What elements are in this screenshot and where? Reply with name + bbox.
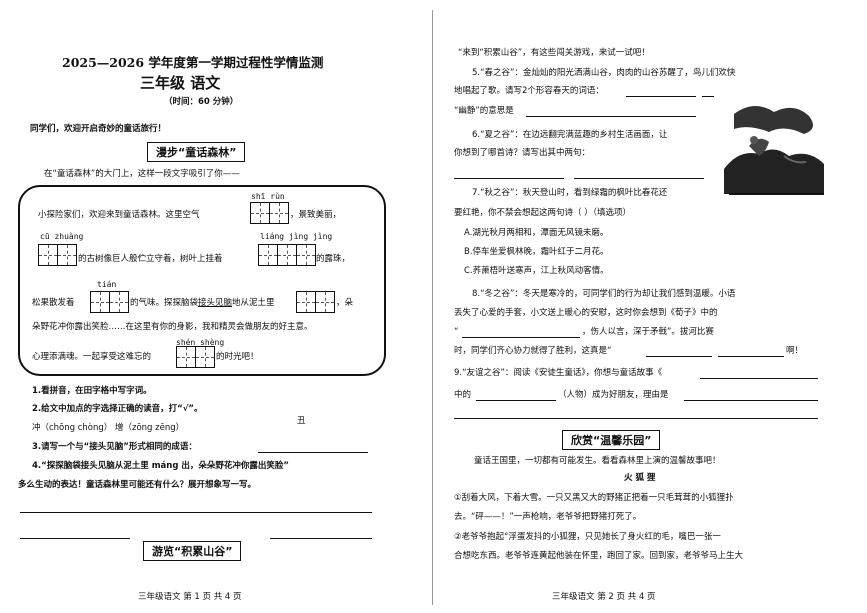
question-7-a: 7.“秋之谷”：秋天登山时，看到绿霜的枫叶比春花还 <box>472 188 668 198</box>
writing-grid-tian[interactable] <box>90 291 129 313</box>
section-intro: 在“童话森林”的大门上，这样一段文字吸引了你—— <box>44 169 240 179</box>
question-8-c: ，伤人以言，深于矛戟”。拔河比赛 <box>582 327 714 337</box>
question-5-a: 5.“春之谷”：金灿灿的阳光洒满山谷，肉肉的山谷苏醒了，鸟儿们欢快 <box>472 68 736 78</box>
page-2: “来到“积累山谷”，有这些闯关游戏，来试一试吧！ 5.“春之谷”：金灿灿的阳光洒… <box>434 0 867 613</box>
writing-grid-cuzhuang[interactable] <box>38 244 77 266</box>
passage-line-5b: 的时光吧！ <box>216 352 259 362</box>
question-1: 1.看拼音，在田字格中写字词。 <box>32 386 152 396</box>
passage-line-5a: 心理添满魂。一起享受这难忘的 <box>32 352 152 362</box>
question-2-options[interactable]: 冲（chōng chòng） 增（zōng zēng） <box>32 423 185 433</box>
answer-line-q9-1[interactable] <box>700 378 818 379</box>
pinyin-cuzhuang: cū zhuàng <box>40 232 84 241</box>
page-divider <box>432 10 433 605</box>
pinyin-shirun: shī rùn <box>251 192 285 201</box>
question-5-c: “幽静”的意思是 <box>454 106 514 116</box>
question-3: 3.请写一个与“接头见脑”形式相同的成语： <box>32 442 197 452</box>
question-7-option-c[interactable]: C.荞萧梧叶送寒声，江上秋风动客情。 <box>464 266 609 276</box>
writing-grid-blank[interactable] <box>296 291 335 313</box>
story-title: 火 狐 狸 <box>624 473 656 483</box>
answer-line-q8-3[interactable] <box>718 356 784 357</box>
exam-time: （时间：60 分钟） <box>164 97 239 107</box>
passage-line-1b: ，景致美丽， <box>290 210 342 220</box>
story-paragraph-2a: ②老爷爷抱起°浮蛋发抖的小狐狸，只见她长了身火红的毛，嘴巴一张一 <box>454 532 721 542</box>
question-7-option-a[interactable]: A.湖光秋月两相和，潭面无风镜未磨。 <box>464 228 609 238</box>
question-7-option-b[interactable]: B.停车坐爱枫林晚，霜叶红于二月花。 <box>464 247 609 257</box>
answer-line-q8-1[interactable] <box>462 337 580 338</box>
pinyin-tian: tián <box>97 280 117 289</box>
question-8-d: 时，同学们齐心协力就得了胜利，这真是“ <box>454 346 612 356</box>
answer-line-q3[interactable] <box>258 452 368 453</box>
answer-line-q5-3[interactable] <box>526 116 696 117</box>
page-footer-1: 三年级语文 第 1 页 共 4 页 <box>138 592 242 602</box>
section-title-garden: 欣赏“温馨乐园” <box>562 430 661 450</box>
rural-scene-illustration <box>714 94 834 204</box>
question-9-c: （人物）成为好朋友，理由是 <box>558 390 669 400</box>
valley-intro: “来到“积累山谷”，有这些闯关游戏，来试一试吧！ <box>458 48 650 58</box>
story-paragraph-1b: 去。“砰——！”一声枪响，老爷爷把野猪打死了。 <box>454 512 642 522</box>
question-8-d-end: 啊！ <box>786 346 804 356</box>
answer-line-q9-2[interactable] <box>476 400 556 401</box>
answer-line-q9-3[interactable] <box>684 400 818 401</box>
question-8-b: 丢失了心爱的手套，小文送上暖心的安慰，这时你会想到《荀子》中的 <box>454 308 718 318</box>
writing-grid-liangjingjing[interactable] <box>258 244 316 266</box>
passage-line-2b: 的露珠， <box>316 254 351 264</box>
page-1: 2025—2026 学年度第一学期过程性学情监测 三年级 语文 （时间：60 分… <box>0 0 433 613</box>
question-5-b: 地唱起了歌。请写2个形容春天的词语： <box>454 86 604 96</box>
question-8-c-open: “ <box>454 327 459 337</box>
greeting: 同学们，欢迎开启奇妙的童话旅行！ <box>30 124 167 134</box>
pinyin-shensheng: shén shèng <box>176 338 225 347</box>
stray-mark: 丑 <box>297 416 306 426</box>
passage-line-1a: 小探险家们，欢迎来到童话森林。这里空气 <box>38 210 200 220</box>
writing-grid-shirun[interactable] <box>250 202 289 224</box>
answer-line-q9-4[interactable] <box>454 418 818 419</box>
answer-line-q4-2a[interactable] <box>20 538 130 539</box>
question-9-a: 9.“友谊之谷”：阅读《安徒生童话》，你想与童话故事《 <box>454 368 663 378</box>
section-title-valley: 游览“积累山谷” <box>143 541 242 561</box>
answer-line-q8-2[interactable] <box>646 356 712 357</box>
question-8-a: 8.“冬之谷”：冬天是寒冷的，可同学们的行为却让我们感到温暖。小语 <box>472 289 736 299</box>
answer-line-q5-1[interactable] <box>626 96 696 97</box>
question-4-prompt: 多么生动的表达！童话森林里可能还有什么？展开想象写一写。 <box>18 480 257 490</box>
answer-line-q6-1[interactable] <box>454 178 564 179</box>
writing-grid-shensheng[interactable] <box>176 346 215 368</box>
passage-line-2a: 的古树像巨人般伫立守着，树叶上挂着 <box>78 254 223 264</box>
passage-line-3a: 松果散发着 <box>32 298 75 308</box>
story-paragraph-2b: 合想吃东西。老爷爷连黄起他装在怀里，跑回了家。回到家，老爷爷马上生大 <box>454 551 744 561</box>
passage-frame <box>18 185 386 376</box>
garden-intro: 童话王国里，一切都有可能发生。看看森林里上演的温馨故事吧！ <box>474 456 721 466</box>
answer-line-q4-1[interactable] <box>20 512 372 513</box>
answer-line-q6-2[interactable] <box>574 178 704 179</box>
question-2: 2.给文中加点的字选择正确的读音，打“√”。 <box>32 404 203 414</box>
question-6-a: 6.“夏之谷”：在边远翻完满蓝趣的乡村生活画面，让 <box>472 130 668 140</box>
question-6-b: 你想到了哪首诗？请写出其中两句： <box>454 148 591 158</box>
exam-title: 2025—2026 学年度第一学期过程性学情监测 <box>62 55 324 70</box>
question-7-b: 要红艳，你不禁会想起这两句诗（ ）（填选项） <box>454 208 631 218</box>
pinyin-liangjingjing: liáng jìng jìng <box>260 232 333 241</box>
grade-subject: 三年级 语文 <box>140 74 221 92</box>
passage-line-4: 朵野花冲你露出笑脸……在这里有你的身影，我和精灵会做朋友的好主意。 <box>32 322 313 332</box>
story-paragraph-1a: ①刮着大风，下着大雪。一只又黑又大的野猪正把着一只毛茸茸的小狐狸扑 <box>454 493 734 503</box>
passage-line-3b: 的气味。探探脑袋接头见脑地从泥土里 <box>130 298 275 308</box>
question-4: 4.“探探脑袋接头见脑从泥土里 máng 出，朵朵野花冲你露出笑脸” <box>32 461 289 471</box>
question-9-b: 中的 <box>454 390 472 400</box>
passage-line-3c: ，朵 <box>336 298 354 308</box>
section-title-forest: 漫步“童话森林” <box>147 142 246 162</box>
answer-line-q4-2b[interactable] <box>270 538 372 539</box>
page-footer-2: 三年级语文 第 2 页 共 4 页 <box>552 592 656 602</box>
